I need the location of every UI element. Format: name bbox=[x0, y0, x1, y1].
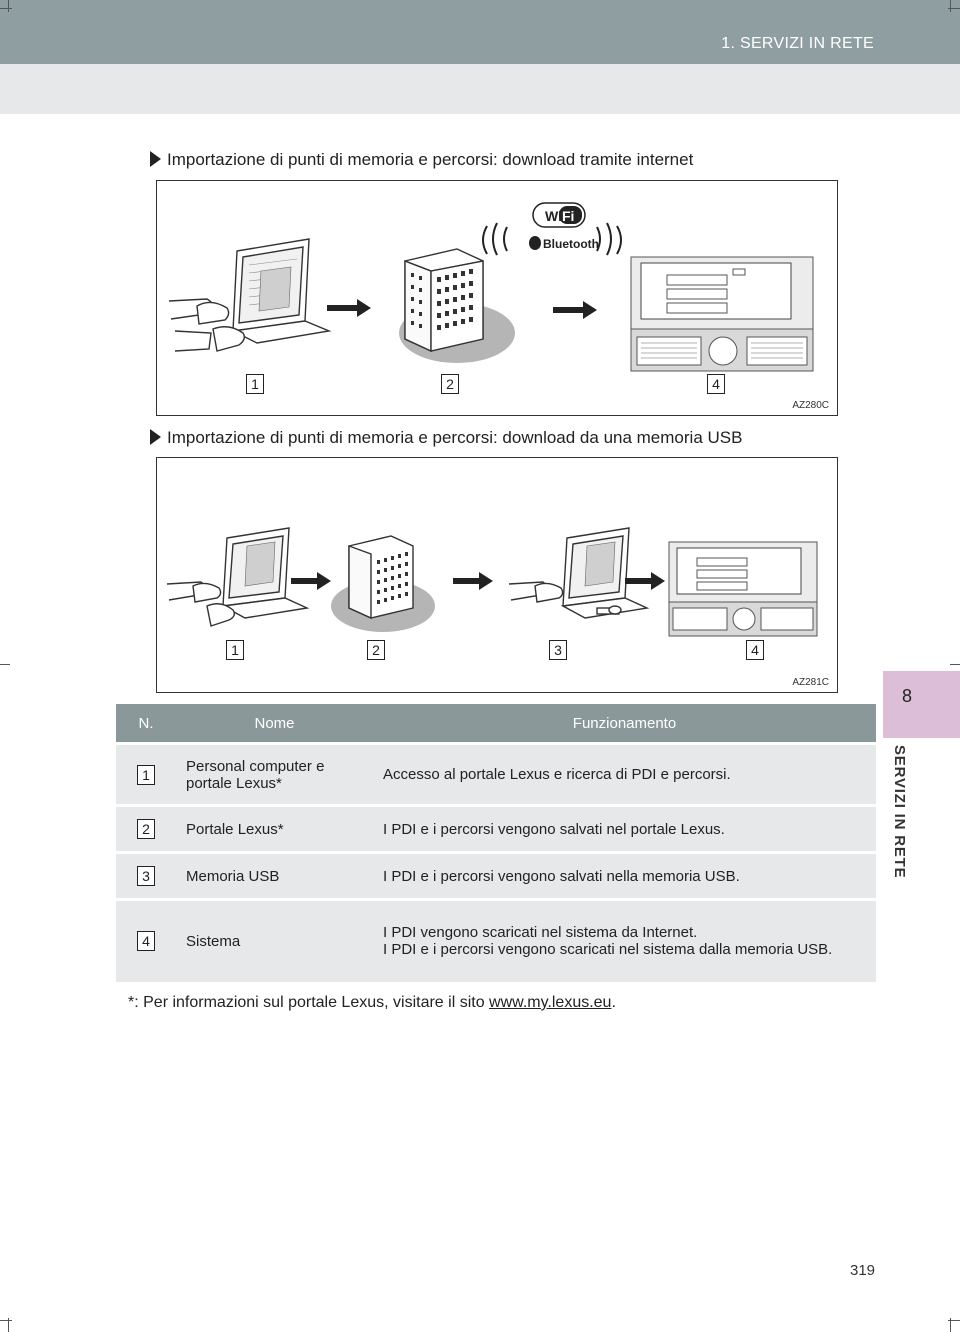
section-title-internet: Importazione di punti di memoria e perco… bbox=[150, 150, 693, 170]
figure-internet-download: Wi Fi Bluetooth 1 2 4 AZ280C bbox=[156, 180, 838, 416]
crop-mark bbox=[948, 1320, 960, 1321]
car-navigation-system-icon bbox=[630, 256, 814, 372]
table-row: 1 Personal computer e portale Lexus* Acc… bbox=[116, 742, 876, 806]
arrow-icon bbox=[553, 301, 597, 319]
crop-mark bbox=[0, 664, 10, 665]
footnote: *: Per informazioni sul portale Lexus, v… bbox=[128, 994, 616, 1012]
chapter-number: 8 bbox=[901, 686, 912, 706]
lexus-portal-link[interactable]: www.my.lexus.eu bbox=[489, 994, 612, 1011]
header-title: 1. SERVIZI IN RETE bbox=[721, 35, 874, 52]
row-number-box: 3 bbox=[137, 866, 155, 886]
usb-download-illustration bbox=[166, 527, 818, 637]
crop-mark bbox=[948, 8, 960, 9]
section-title-text: Importazione di punti di memoria e perco… bbox=[167, 150, 694, 169]
figure-usb-download: 1 2 3 4 AZ281C bbox=[156, 457, 838, 693]
row-funzionamento: I PDI e i percorsi vengono salvati nel p… bbox=[373, 804, 876, 853]
row-funzionamento: Accesso al portale Lexus e ricerca di PD… bbox=[373, 742, 876, 806]
car-navigation-system-icon bbox=[668, 541, 818, 637]
internet-download-illustration: Wi Fi Bluetooth bbox=[168, 202, 814, 372]
section-title-text: Importazione di punti di memoria e perco… bbox=[167, 428, 743, 447]
arrow-icon bbox=[625, 572, 665, 590]
wifi-logo-icon: Wi Fi bbox=[532, 202, 586, 228]
laptop-usb-icon bbox=[508, 527, 650, 619]
row-nome: Memoria USB bbox=[176, 851, 373, 900]
building-icon bbox=[348, 535, 414, 620]
row-number: 3 bbox=[116, 851, 176, 900]
laptop-icon bbox=[166, 527, 310, 627]
figure-code: AZ280C bbox=[792, 400, 829, 411]
row-nome: Personal computer e portale Lexus* bbox=[176, 742, 373, 806]
figure-code: AZ281C bbox=[792, 677, 829, 688]
row-nome: Sistema bbox=[176, 898, 373, 982]
step-number-4: 4 bbox=[707, 374, 725, 394]
step-number-2: 2 bbox=[367, 640, 385, 660]
row-nome: Portale Lexus* bbox=[176, 804, 373, 853]
building-icon bbox=[404, 248, 484, 353]
row-funzionamento: I PDI vengono scaricati nel sistema da I… bbox=[373, 898, 876, 982]
chapter-label-text: SERVIZI IN RETE bbox=[891, 745, 908, 879]
wireless-waves-icon bbox=[482, 222, 622, 256]
crop-mark bbox=[0, 8, 12, 9]
header-subband bbox=[0, 64, 960, 114]
table-row: 3 Memoria USB I PDI e i percorsi vengono… bbox=[116, 851, 876, 900]
crop-mark bbox=[0, 1320, 12, 1321]
chapter-tab bbox=[883, 671, 960, 738]
table-row: 4 Sistema I PDI vengono scaricati nel si… bbox=[116, 898, 876, 982]
step-number-1: 1 bbox=[246, 374, 264, 394]
row-number-box: 4 bbox=[137, 931, 155, 952]
row-funzionamento: I PDI e i percorsi vengono salvati nella… bbox=[373, 851, 876, 900]
crop-mark bbox=[950, 0, 951, 12]
row-number: 4 bbox=[116, 898, 176, 982]
arrow-icon bbox=[453, 572, 493, 590]
row-number: 1 bbox=[116, 742, 176, 806]
footnote-text: *: Per informazioni sul portale Lexus, v… bbox=[128, 994, 490, 1011]
row-number-box: 2 bbox=[137, 819, 155, 839]
step-number-4: 4 bbox=[746, 640, 764, 660]
header-band bbox=[0, 0, 960, 64]
row-number-box: 1 bbox=[137, 764, 155, 785]
column-header-funzionamento: Funzionamento bbox=[373, 704, 876, 744]
operations-table: N. Nome Funzionamento 1 Personal compute… bbox=[116, 704, 876, 982]
chapter-label: SERVIZI IN RETE bbox=[880, 745, 936, 895]
row-funzionamento-line-1: I PDI vengono scaricati nel sistema da I… bbox=[383, 924, 698, 942]
svg-text:Wi: Wi bbox=[545, 208, 562, 224]
section-title-usb: Importazione di punti di memoria e perco… bbox=[150, 428, 742, 448]
step-number-2: 2 bbox=[441, 374, 459, 394]
footnote-suffix: . bbox=[611, 994, 616, 1011]
crop-mark bbox=[8, 1318, 9, 1332]
row-number: 2 bbox=[116, 804, 176, 853]
column-header-nome: Nome bbox=[176, 704, 373, 744]
crop-mark bbox=[950, 664, 960, 665]
triangle-bullet-icon bbox=[150, 151, 161, 167]
table-row: 2 Portale Lexus* I PDI e i percorsi veng… bbox=[116, 804, 876, 853]
bluetooth-logo-icon: Bluetooth bbox=[529, 236, 599, 251]
svg-text:Bluetooth: Bluetooth bbox=[543, 237, 599, 251]
triangle-bullet-icon bbox=[150, 429, 161, 445]
table-header-row: N. Nome Funzionamento bbox=[116, 704, 876, 744]
svg-text:Fi: Fi bbox=[562, 208, 574, 224]
arrow-icon bbox=[327, 299, 371, 317]
page-number: 319 bbox=[850, 1262, 876, 1279]
arrow-icon bbox=[291, 572, 331, 590]
row-funzionamento-line-2: I PDI e i percorsi vengono scaricati nel… bbox=[383, 941, 833, 959]
step-number-1: 1 bbox=[226, 640, 244, 660]
crop-mark bbox=[8, 0, 9, 12]
laptop-icon bbox=[168, 238, 332, 352]
crop-mark bbox=[950, 1318, 951, 1332]
column-header-n: N. bbox=[116, 704, 176, 744]
step-number-3: 3 bbox=[549, 640, 567, 660]
